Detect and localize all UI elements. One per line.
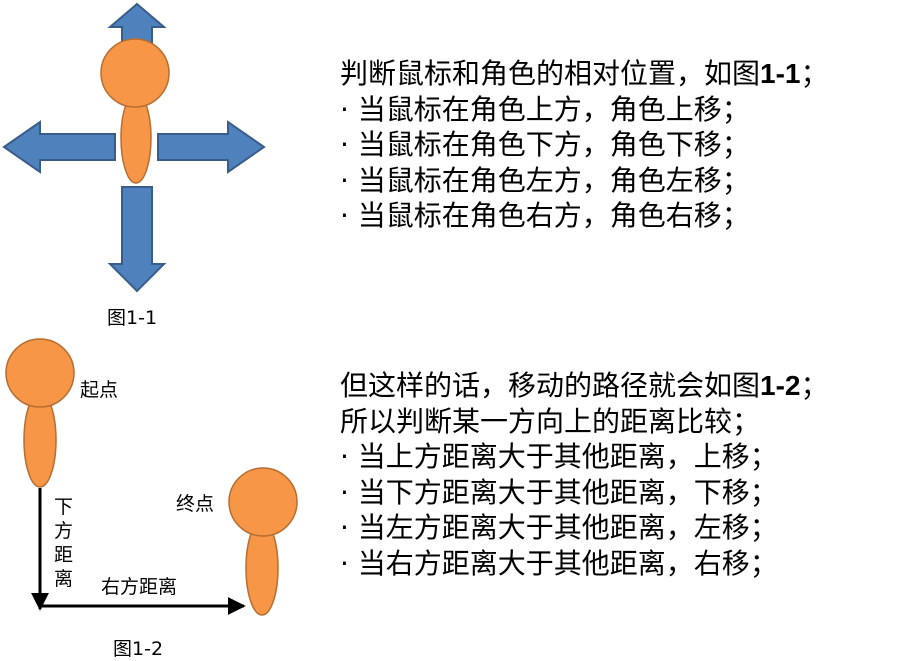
end-point-label: 终点 — [176, 493, 215, 515]
character-head — [228, 467, 298, 537]
figure-1-2-caption: 图1-2 — [113, 638, 164, 660]
bullet-line: · 当鼠标在角色右方，角色右移； — [340, 199, 750, 232]
start-point-label: 起点 — [80, 379, 119, 401]
paragraph-line: 判断鼠标和角色的相对位置，如图1-1； — [340, 57, 829, 90]
right-arrow — [157, 120, 266, 174]
bullet-line: · 当左方距离大于其他距离，左移； — [340, 511, 778, 544]
bullet-line: · 当鼠标在角色下方，角色下移； — [340, 128, 750, 161]
bullet-line: · 当右方距离大于其他距离，右移； — [340, 546, 778, 580]
figure-1-2 — [5, 338, 298, 616]
down-distance-label: 下方距离 — [54, 496, 74, 590]
character-start — [5, 338, 75, 488]
up-arrow — [107, 2, 167, 45]
down-arrow — [107, 186, 167, 293]
paragraph-line: 所以判断某一方向上的距离比较； — [340, 404, 761, 438]
left-arrow — [2, 120, 116, 174]
paragraph-line: 但这样的话，移动的路径就会如图1-2； — [340, 369, 829, 402]
figure-1-1-caption: 图1-1 — [107, 307, 158, 329]
character-end — [228, 467, 298, 616]
bullet-line: · 当下方距离大于其他距离，下移； — [340, 475, 778, 509]
character-figure-1-1 — [100, 38, 170, 184]
bullet-line: · 当鼠标在角色左方，角色左移； — [340, 163, 750, 197]
bullet-line: · 当鼠标在角色上方，角色上移； — [340, 92, 750, 126]
bullet-line: · 当上方距离大于其他距离，上移； — [340, 440, 778, 473]
character-head — [100, 38, 170, 108]
paragraph-2: 但这样的话，移动的路径就会如图1-2； 所以判断某一方向上的距离比较； · 当上… — [340, 368, 829, 581]
paragraph-1: 判断鼠标和角色的相对位置，如图1-1； · 当鼠标在角色上方，角色上移； · 当… — [340, 56, 829, 234]
character-head — [5, 338, 75, 408]
figure-1-1 — [2, 2, 266, 293]
right-distance-label: 右方距离 — [101, 576, 178, 598]
